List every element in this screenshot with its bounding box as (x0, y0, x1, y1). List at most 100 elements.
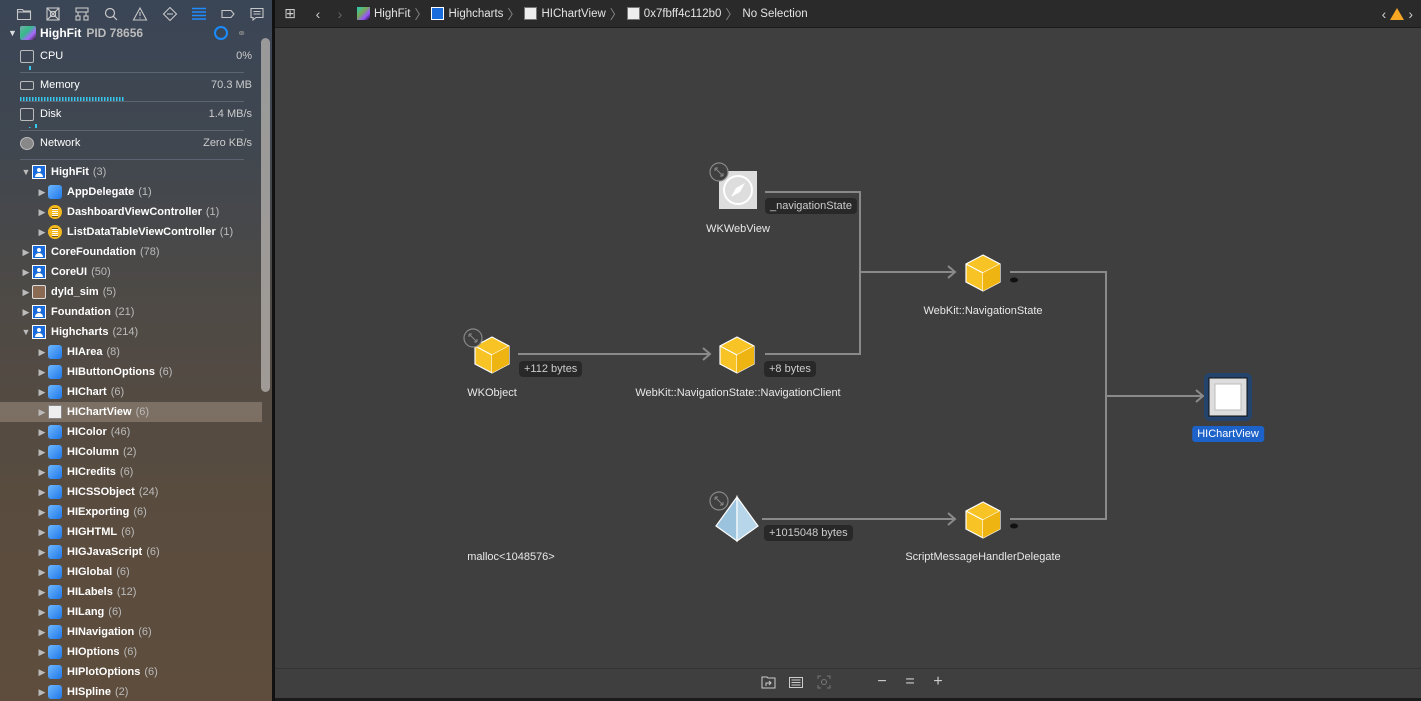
tree-item[interactable]: ▶HINavigation(6) (0, 622, 262, 642)
disclosure-closed-icon[interactable]: ▶ (38, 566, 46, 577)
memory-graph-link-icon[interactable]: ⚭ (237, 28, 247, 40)
tree-item[interactable]: ▶HICSSObject(24) (0, 482, 262, 502)
breadcrumb-item[interactable]: 0x7fbff4c112b0 (626, 7, 721, 20)
tree-item[interactable]: ▶HILabels(12) (0, 582, 262, 602)
script-handler-node[interactable] (965, 501, 1001, 539)
tree-item[interactable]: ▶ListDataTableViewController(1) (0, 222, 262, 242)
tree-item[interactable]: ▶Foundation(21) (0, 302, 262, 322)
disclosure-closed-icon[interactable]: ▶ (38, 606, 46, 617)
malloc-node[interactable] (709, 491, 759, 543)
tree-item[interactable]: ▶HIArea(8) (0, 342, 262, 362)
disclosure-closed-icon[interactable]: ▶ (38, 506, 46, 517)
minus-icon[interactable]: − (877, 673, 887, 690)
tree-item[interactable]: ▼HighFit(3) (0, 162, 262, 182)
disclosure-closed-icon[interactable]: ▶ (38, 586, 46, 597)
warning-icon[interactable] (126, 0, 155, 28)
sidebar-scrollbar[interactable] (261, 38, 270, 392)
next-issue-button[interactable]: › (1408, 6, 1413, 22)
focus-icon[interactable] (816, 675, 832, 689)
breadcrumb-item[interactable]: Highcharts (431, 7, 503, 20)
tree-item[interactable]: ▶CoreFoundation(78) (0, 242, 262, 262)
tree-item[interactable]: ▶HIExporting(6) (0, 502, 262, 522)
tree-item[interactable]: ▶HIChartView(6) (0, 402, 262, 422)
related-items-grid-icon[interactable]: ⊞ (284, 5, 296, 21)
warning-icon[interactable] (1390, 8, 1405, 20)
tree-item[interactable]: ▶HIGHTML(6) (0, 522, 262, 542)
disclosure-closed-icon[interactable]: ▶ (38, 366, 46, 377)
disclosure-triangle-icon[interactable]: ▼ (8, 28, 17, 38)
tree-item[interactable]: ▶HISpline(2) (0, 682, 262, 701)
tree-item[interactable]: ▶HIGJavaScript(6) (0, 542, 262, 562)
disclosure-closed-icon[interactable]: ▶ (22, 306, 30, 317)
disclosure-closed-icon[interactable]: ▶ (38, 446, 46, 457)
equals-icon[interactable]: = (905, 673, 915, 690)
tree-item[interactable]: ▶CoreUI(50) (0, 262, 262, 282)
previous-issue-button[interactable]: ‹ (1381, 6, 1387, 22)
tree-item[interactable]: ▼Highcharts(214) (0, 322, 262, 342)
gauge-disk[interactable]: Disk 1.4 MB/s (20, 102, 254, 131)
disclosure-closed-icon[interactable]: ▶ (38, 406, 46, 417)
debug-gauge-icon[interactable] (214, 26, 228, 40)
share-icon[interactable] (760, 675, 776, 689)
table-icon[interactable] (788, 675, 804, 689)
breadcrumb-item[interactable]: HIChartView (524, 7, 606, 20)
selected-node-label[interactable]: HIChartView (1192, 426, 1264, 442)
tree-item[interactable]: ▶AppDelegate(1) (0, 182, 262, 202)
forward-button[interactable]: › (337, 5, 343, 22)
disclosure-closed-icon[interactable]: ▶ (38, 206, 46, 217)
tree-item[interactable]: ▶HICredits(6) (0, 462, 262, 482)
debug-list-icon[interactable] (184, 0, 213, 28)
tree-item[interactable]: ▶HIOptions(6) (0, 642, 262, 662)
tree-item[interactable]: ▶dyld_sim(5) (0, 282, 262, 302)
tree-item-label: HILang (67, 606, 105, 618)
gauge-cpu[interactable]: CPU 0% (20, 44, 254, 73)
disclosure-closed-icon[interactable]: ▶ (22, 266, 30, 277)
disclosure-closed-icon[interactable]: ▶ (38, 526, 46, 537)
disclosure-closed-icon[interactable]: ▶ (38, 466, 46, 477)
search-icon[interactable] (97, 0, 126, 28)
disclosure-closed-icon[interactable]: ▶ (38, 386, 46, 397)
tree-item[interactable]: ▶HILang(6) (0, 602, 262, 622)
disclosure-closed-icon[interactable]: ▶ (22, 286, 30, 297)
disclosure-closed-icon[interactable]: ▶ (38, 426, 46, 437)
disclosure-closed-icon[interactable]: ▶ (38, 186, 46, 197)
back-button[interactable]: ‹ (315, 5, 321, 22)
gauge-memory[interactable]: Memory 70.3 MB (20, 73, 254, 102)
gauge-network[interactable]: Network Zero KB/s (20, 131, 254, 160)
tree-item[interactable]: ▶HIButtonOptions(6) (0, 362, 262, 382)
breadcrumb-item[interactable]: HighFit (357, 7, 410, 20)
hierarchy-icon[interactable] (67, 0, 96, 28)
tree-item[interactable]: ▶HIGlobal(6) (0, 562, 262, 582)
disclosure-closed-icon[interactable]: ▶ (38, 226, 46, 237)
memory-graph-canvas[interactable]: WKWebView WKObject WebKit::NavigationSta… (275, 28, 1421, 668)
report-icon[interactable] (243, 0, 272, 28)
disclosure-closed-icon[interactable]: ▶ (38, 686, 46, 697)
disclosure-closed-icon[interactable]: ▶ (38, 626, 46, 637)
process-header[interactable]: ▼ HighFit PID 78656 ⚭ (0, 24, 262, 42)
breadcrumb-item[interactable]: No Selection (742, 8, 807, 20)
wkwebview-node[interactable] (709, 162, 757, 209)
tree-item-label: HIColumn (67, 446, 119, 458)
disclosure-closed-icon[interactable]: ▶ (22, 246, 30, 257)
disclosure-open-icon[interactable]: ▼ (21, 167, 31, 177)
disclosure-closed-icon[interactable]: ▶ (38, 486, 46, 497)
sidebar-divider[interactable] (272, 0, 275, 701)
plus-icon[interactable]: + (933, 673, 943, 690)
disclosure-closed-icon[interactable]: ▶ (38, 666, 46, 677)
disclosure-closed-icon[interactable]: ▶ (38, 646, 46, 657)
hichartview-node[interactable] (1204, 373, 1252, 421)
disclosure-closed-icon[interactable]: ▶ (38, 346, 46, 357)
navigation-state-node[interactable] (965, 254, 1001, 292)
breakpoint-icon[interactable] (214, 0, 243, 28)
disclosure-open-icon[interactable]: ▼ (21, 327, 31, 337)
tree-item[interactable]: ▶HIChart(6) (0, 382, 262, 402)
tree-item[interactable]: ▶HIColor(46) (0, 422, 262, 442)
navigation-client-node[interactable] (719, 336, 755, 374)
disclosure-closed-icon[interactable]: ▶ (38, 546, 46, 557)
tree-item[interactable]: ▶DashboardViewController(1) (0, 202, 262, 222)
folder-icon[interactable] (9, 0, 38, 28)
tree-item[interactable]: ▶HIColumn(2) (0, 442, 262, 462)
test-diamond-icon[interactable] (155, 0, 184, 28)
source-control-icon[interactable] (38, 0, 67, 28)
tree-item[interactable]: ▶HIPlotOptions(6) (0, 662, 262, 682)
